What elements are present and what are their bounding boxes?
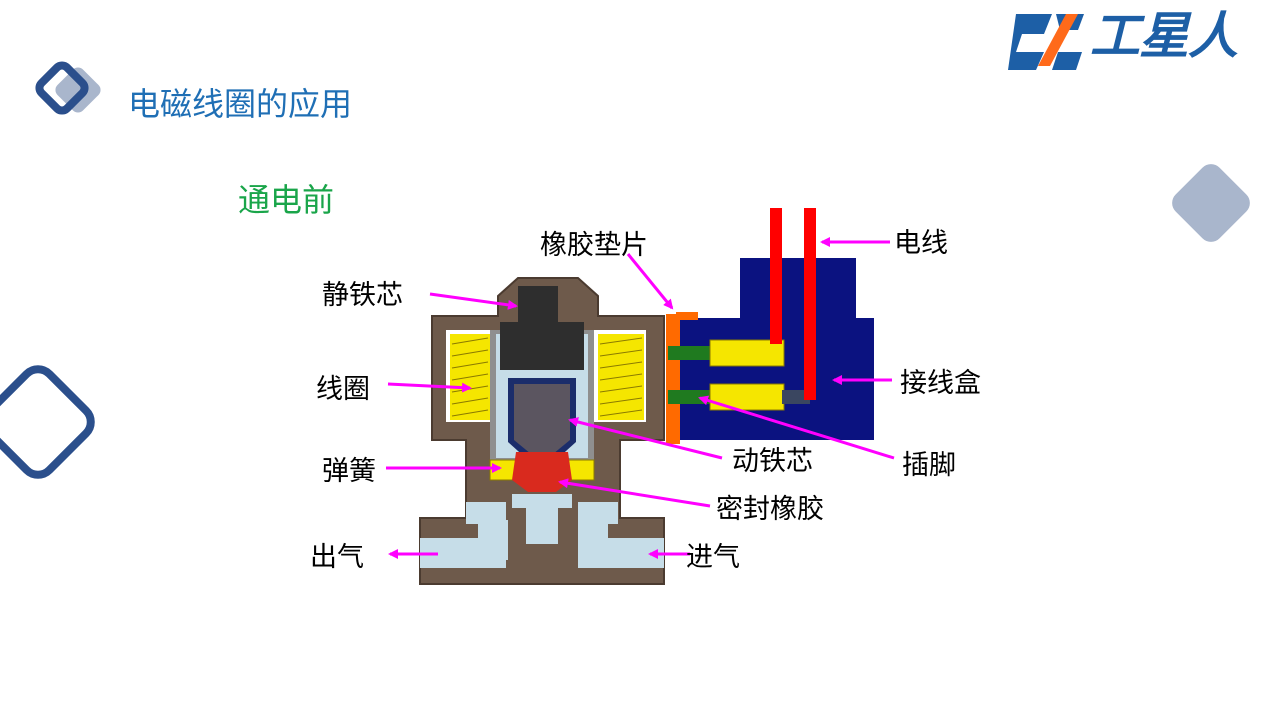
logo-icon	[1008, 14, 1084, 70]
label-spring: 弹簧	[322, 456, 376, 487]
static-core	[500, 286, 584, 370]
label-wire: 电线	[894, 228, 948, 259]
label-moving-core: 动铁芯	[732, 446, 813, 477]
label-outlet: 出气	[310, 542, 364, 573]
right-diamond-decoration	[1172, 164, 1250, 242]
slide-subtitle: 通电前	[238, 181, 335, 219]
label-static-core: 静铁芯	[322, 280, 403, 311]
moving-core	[508, 378, 576, 460]
coil-windings	[446, 330, 646, 422]
label-rubber-gasket: 橡胶垫片	[540, 230, 648, 261]
page-title: 电磁线圈的应用	[128, 85, 353, 123]
label-inlet: 进气	[686, 542, 740, 573]
junction-box	[666, 208, 874, 444]
label-junction-box: 接线盒	[900, 368, 981, 399]
left-diamond-decoration	[0, 365, 95, 479]
label-seal-rubber: 密封橡胶	[716, 494, 824, 525]
title-decoration-icon	[35, 61, 101, 115]
label-pin: 插脚	[902, 450, 956, 481]
pointer-arrows	[386, 237, 895, 559]
brand-name: 工星人	[1090, 7, 1238, 65]
label-coil: 线圈	[316, 374, 370, 405]
